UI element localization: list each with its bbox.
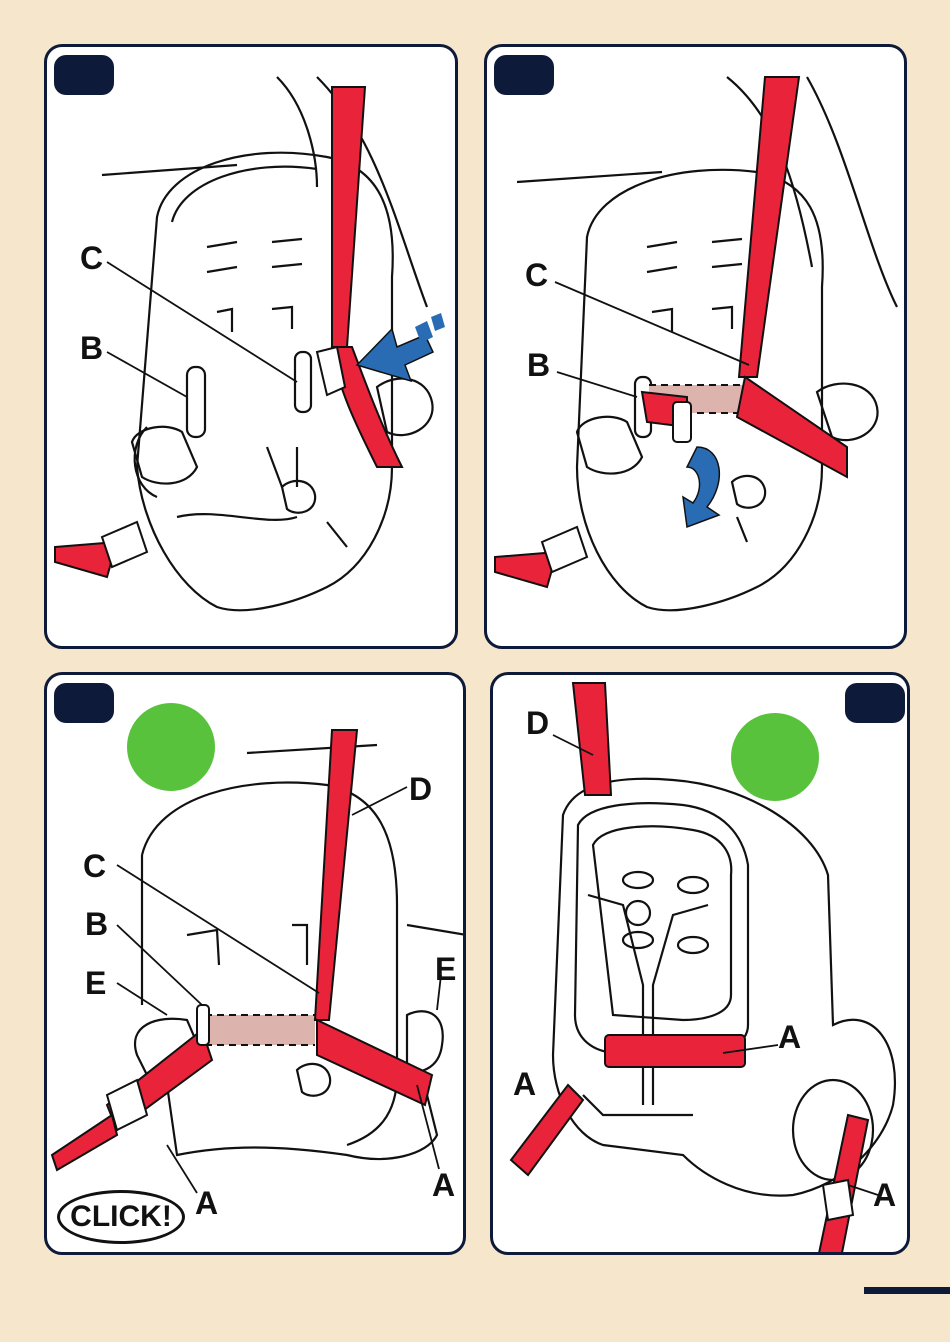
- label-d: D: [409, 773, 432, 805]
- page-indicator-bar: [864, 1287, 950, 1294]
- label-a-right: A: [873, 1179, 896, 1211]
- label-a-left: A: [513, 1068, 536, 1100]
- car-seat-illustration-3: [47, 675, 466, 1255]
- instruction-panel-2: C B: [484, 44, 907, 649]
- label-a-right: A: [432, 1169, 455, 1201]
- blue-arrow-icon: [357, 313, 445, 381]
- label-e-right: E: [435, 953, 456, 985]
- label-b: B: [80, 332, 103, 364]
- label-b: B: [85, 908, 108, 940]
- instruction-panel-4: D A A A: [490, 672, 910, 1255]
- label-c: C: [83, 850, 106, 882]
- label-d: D: [526, 707, 549, 739]
- instruction-panel-1: C B: [44, 44, 458, 649]
- label-c: C: [525, 259, 548, 291]
- car-seat-illustration-1: [47, 47, 458, 649]
- seat-back-view: [493, 675, 910, 1255]
- label-a-mid: A: [778, 1021, 801, 1053]
- label-a-bottom: A: [195, 1187, 218, 1219]
- label-c: C: [80, 242, 103, 274]
- instruction-panel-3: C B E E D A A CLICK!: [44, 672, 466, 1255]
- label-b: B: [527, 349, 550, 381]
- curved-blue-arrow-icon: [683, 447, 719, 527]
- car-seat-illustration-2: [487, 47, 907, 649]
- click-sound-bubble: CLICK!: [57, 1190, 185, 1244]
- label-e-left: E: [85, 967, 106, 999]
